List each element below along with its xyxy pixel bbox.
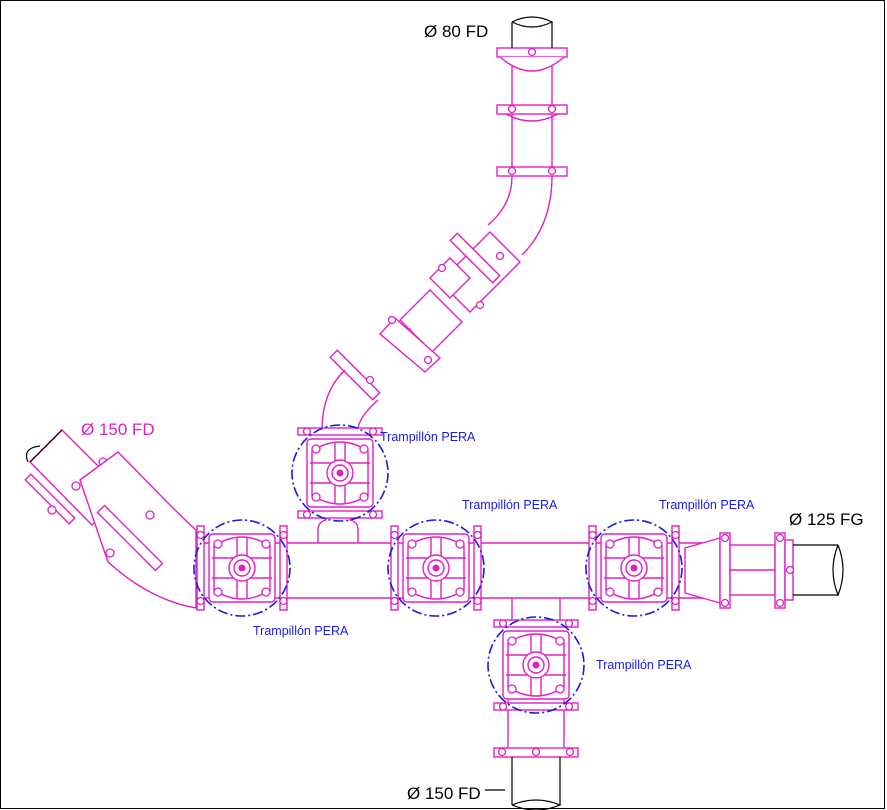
valve-bottom[interactable] (487, 616, 585, 714)
valve-upper[interactable] (291, 424, 389, 522)
upper-branch-pipe (321, 47, 568, 431)
label-pipe-bottom: Ø 150 FD (407, 784, 481, 803)
valve-left[interactable] (193, 519, 291, 617)
top-pipe-end (511, 16, 554, 48)
bottom-outlet-pipe (485, 700, 579, 810)
label-valve-upper: Trampillón PERA (380, 430, 476, 444)
left-inlet-pipe (24, 429, 197, 609)
label-pipe-left: Ø 150 FD (81, 420, 155, 439)
right-outlet-pipe (684, 532, 844, 609)
valve-right[interactable] (585, 519, 683, 617)
label-valve-middle: Trampillón PERA (462, 498, 558, 512)
valve-middle[interactable] (387, 519, 485, 617)
label-pipe-right: Ø 125 FG (789, 510, 864, 529)
label-pipe-top: Ø 80 FD (424, 22, 488, 41)
label-valve-left: Trampillón PERA (253, 624, 349, 638)
label-valve-bottom: Trampillón PERA (596, 658, 692, 672)
label-valve-right: Trampillón PERA (659, 498, 755, 512)
